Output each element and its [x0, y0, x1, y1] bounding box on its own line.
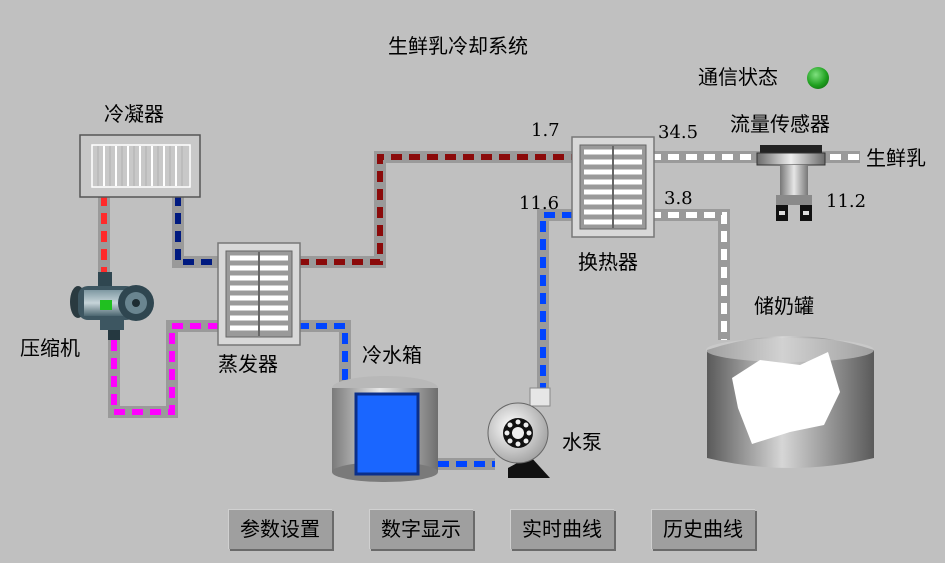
- flows: [101, 154, 860, 467]
- history-curve-button[interactable]: 历史曲线: [651, 509, 755, 549]
- reading-hx-top-left: 1.7: [531, 120, 560, 141]
- evaporator-label: 蒸发器: [218, 352, 278, 376]
- pipe-pump-hx: [537, 209, 578, 394]
- compressor-unit: [70, 272, 154, 340]
- pipe-evaporator-tank: [298, 320, 351, 390]
- cold-water-tank-label: 冷水箱: [362, 343, 422, 367]
- pipe-hx-storage: [650, 209, 730, 340]
- raw-milk-label: 生鲜乳: [866, 146, 926, 170]
- params-button[interactable]: 参数设置: [228, 509, 332, 549]
- reading-flow-sensor: 11.2: [826, 191, 867, 212]
- page-title: 生鲜乳冷却系统: [388, 34, 528, 58]
- water-pump-unit: [487, 387, 551, 478]
- storage-tank-unit: [706, 336, 874, 468]
- heat-exchanger-label: 换热器: [578, 250, 638, 274]
- realtime-curve-button[interactable]: 实时曲线: [510, 509, 614, 549]
- flow-sensor-unit: [756, 145, 826, 221]
- comm-status-label: 通信状态: [698, 65, 778, 89]
- water-pump-label: 水泵: [562, 430, 602, 454]
- condenser-label: 冷凝器: [104, 102, 164, 126]
- compressor-label: 压缩机: [20, 336, 80, 360]
- pipe-condenser-evaporator: [172, 195, 224, 268]
- reading-hx-top-right: 34.5: [658, 122, 699, 143]
- digital-display-button[interactable]: 数字显示: [369, 509, 473, 549]
- storage-tank-label: 储奶罐: [754, 294, 814, 318]
- heat-exchanger-unit: [571, 136, 655, 238]
- condenser-unit: [79, 134, 201, 198]
- reading-hx-bottom-left: 11.6: [519, 193, 560, 214]
- flow-sensor-label: 流量传感器: [730, 112, 830, 136]
- cold-water-tank-unit: [332, 376, 438, 482]
- evaporator-unit: [217, 242, 301, 346]
- comm-status-led-icon: [807, 67, 829, 89]
- reading-hx-bottom-right: 3.8: [664, 188, 693, 209]
